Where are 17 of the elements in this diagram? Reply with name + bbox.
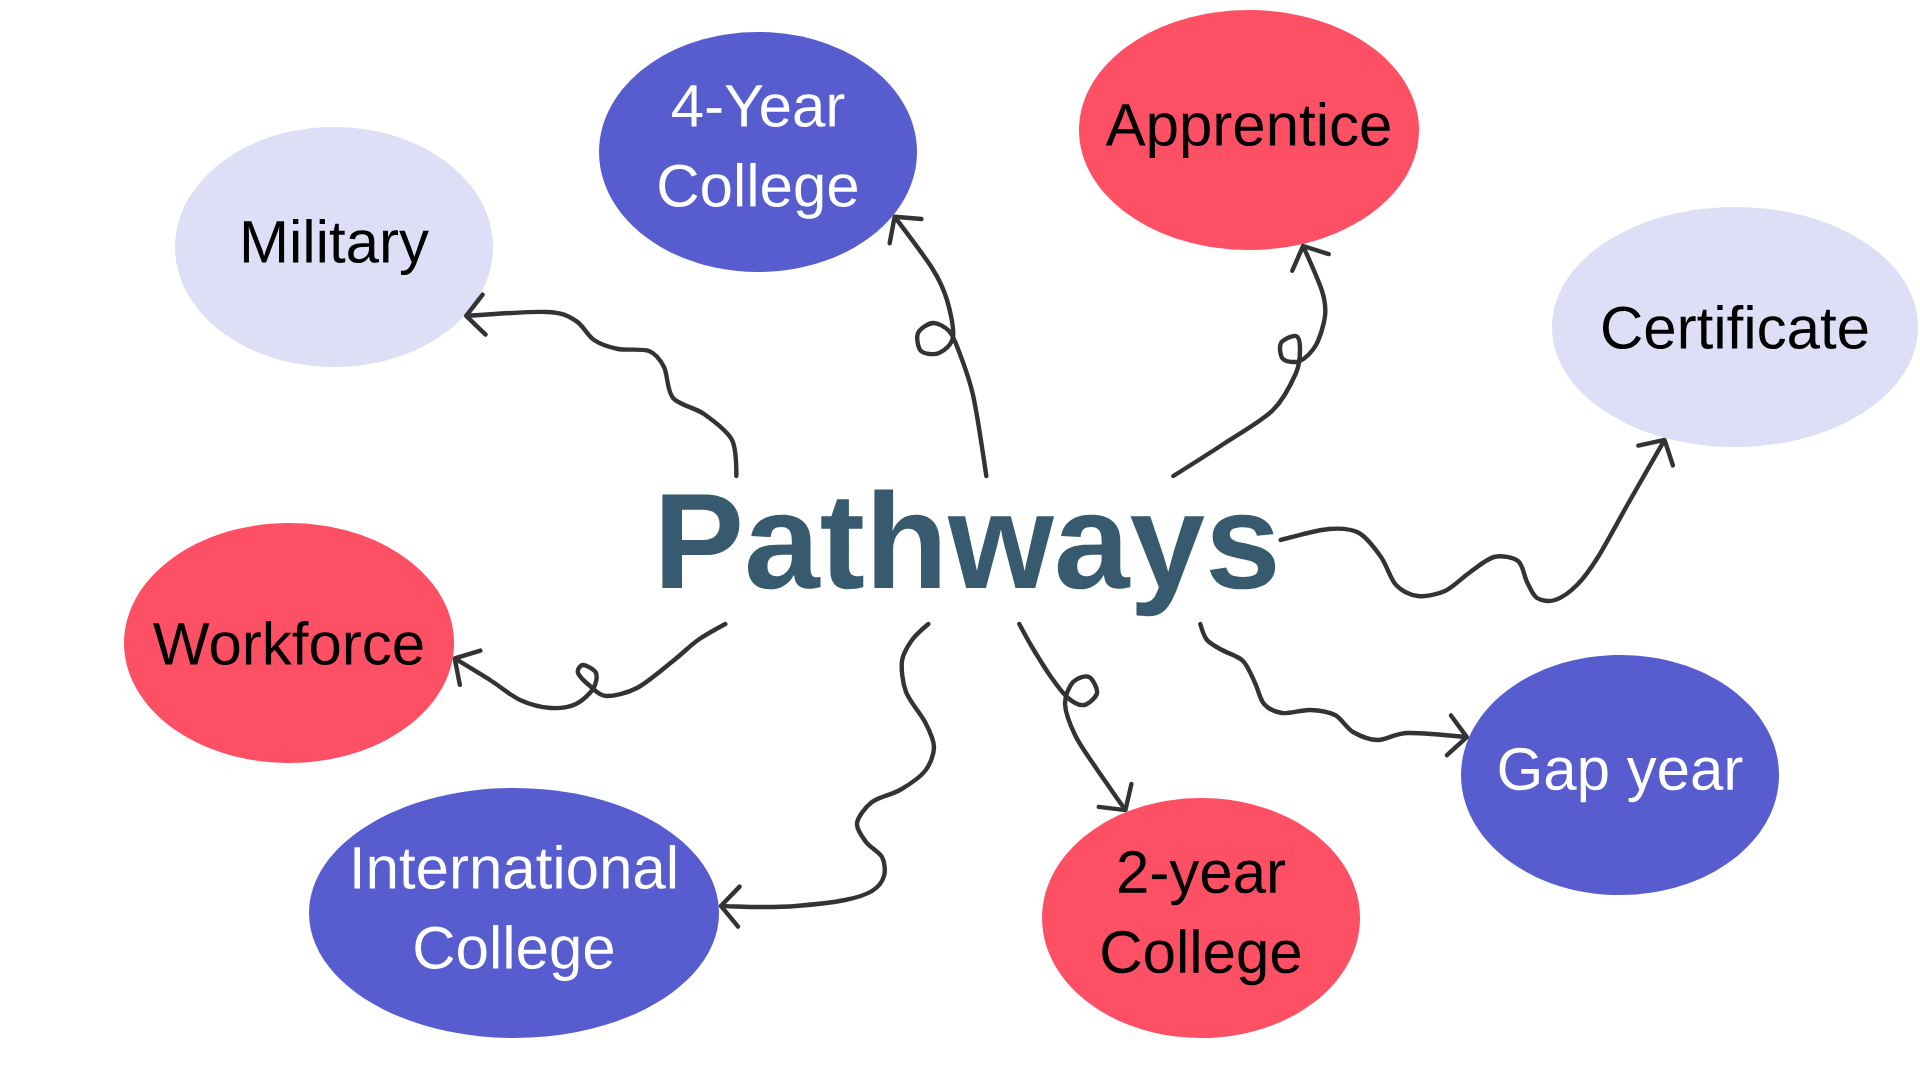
squiggly-arrow [452, 621, 728, 711]
squiggly-arrow [1171, 243, 1331, 479]
squiggly-arrow [464, 292, 739, 479]
squiggly-arrow [1278, 437, 1676, 604]
oval-bubble: Gap year [1461, 655, 1779, 895]
oval-bubble: 2-year College [1042, 798, 1360, 1038]
central-heading: Pathways [662, 489, 1276, 617]
oval-bubble: Workforce [124, 523, 454, 763]
oval-bubble: Certificate [1552, 207, 1918, 447]
squiggly-arrow [1017, 621, 1134, 813]
oval-bubble: Apprentice [1079, 10, 1419, 250]
squiggly-arrow [1198, 621, 1470, 758]
squiggly-arrow [887, 214, 989, 479]
oval-bubble: International College [309, 788, 719, 1038]
oval-bubble: 4-Year College [599, 32, 917, 272]
oval-bubble: Military [175, 127, 493, 367]
squiggly-arrow [718, 621, 937, 929]
